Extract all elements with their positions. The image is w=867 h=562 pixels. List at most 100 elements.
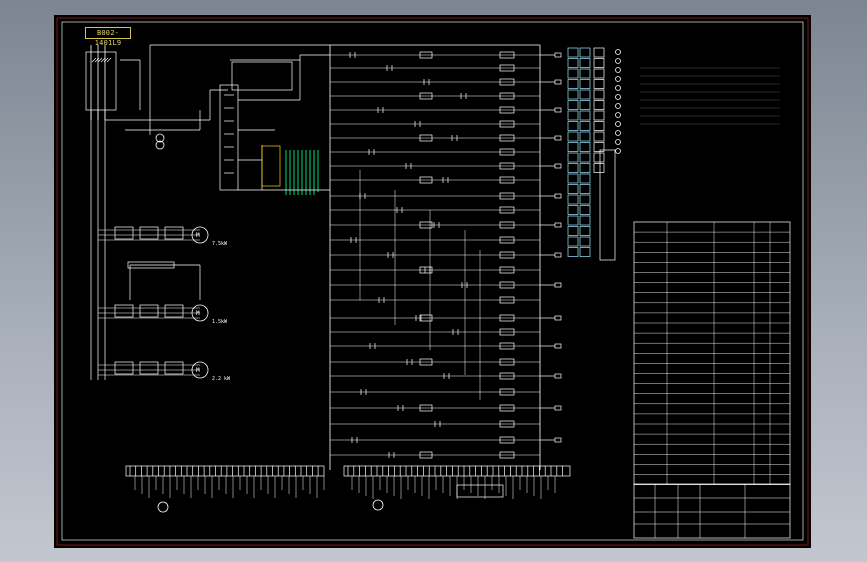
motor-symbol	[191, 361, 209, 379]
terminal-block	[579, 121, 591, 131]
output-terminal	[554, 282, 562, 288]
terminal-block	[567, 173, 579, 184]
terminal-block	[593, 131, 605, 142]
indicator-lamp	[615, 130, 621, 136]
control-transformer	[155, 133, 165, 143]
relay-coil	[499, 358, 515, 366]
terminal-block	[579, 89, 591, 100]
aux-breaker	[127, 261, 175, 269]
terminal-block	[567, 100, 579, 110]
terminal-block	[593, 58, 605, 68]
aux-contact	[419, 451, 433, 459]
output-terminal	[554, 135, 562, 141]
motor-contactor	[139, 361, 159, 375]
terminal-block	[579, 247, 591, 257]
terminal-block	[567, 110, 579, 121]
terminal-block	[593, 142, 605, 152]
overload-relay	[164, 226, 184, 240]
relay-coil	[499, 436, 515, 444]
relay-coil	[499, 451, 515, 459]
output-terminal	[554, 373, 562, 379]
terminal-block	[579, 110, 591, 121]
motor-label: M	[196, 310, 200, 317]
indicator-lamp	[615, 94, 621, 100]
aux-contact	[419, 134, 433, 142]
relay-coil	[499, 236, 515, 244]
motor-power: 2.2 kW	[212, 376, 231, 382]
terminal-block	[567, 184, 579, 194]
motor-symbol	[191, 226, 209, 244]
output-terminal	[554, 222, 562, 228]
terminal-row-left	[125, 465, 325, 477]
terminal-block	[579, 79, 591, 89]
terminal-block	[593, 89, 605, 100]
relay-coil	[499, 296, 515, 304]
terminal-block	[579, 184, 591, 194]
terminal-block	[567, 215, 579, 226]
motor-label: M	[196, 367, 200, 374]
aux-contact	[419, 314, 433, 322]
indicator-lamp	[615, 85, 621, 91]
motor-contactor	[139, 304, 159, 318]
terminal-block	[579, 226, 591, 236]
title-block	[633, 483, 791, 539]
terminal-block	[567, 142, 579, 152]
relay-coil	[499, 420, 515, 428]
relay-coil	[499, 221, 515, 229]
terminal-block	[567, 194, 579, 205]
inner-frame	[61, 21, 804, 541]
field-motor-symbol	[157, 501, 169, 513]
relay-coil	[499, 388, 515, 396]
relay-coil	[499, 372, 515, 380]
output-terminal	[554, 193, 562, 199]
terminal-block	[567, 247, 579, 257]
aux-contact	[419, 51, 433, 59]
indicator-lamp	[615, 112, 621, 118]
field-device	[456, 484, 504, 498]
terminal-block	[593, 79, 605, 89]
indicator-lamp	[615, 121, 621, 127]
output-terminal	[554, 52, 562, 58]
terminal-block	[579, 205, 591, 215]
drawing-number-tag: B002-1401L9	[85, 27, 131, 47]
terminal-block	[567, 121, 579, 131]
terminal-block	[567, 236, 579, 247]
terminal-block	[593, 110, 605, 121]
terminal-block	[593, 100, 605, 110]
relay-coil	[499, 192, 515, 200]
motor-power: 1.5kW	[212, 319, 228, 325]
terminal-block	[593, 121, 605, 131]
aux-contact	[419, 92, 433, 100]
terminal-block	[579, 58, 591, 68]
indicator-lamp	[615, 148, 621, 154]
aux-contact	[419, 221, 433, 229]
field-motor-symbol	[372, 499, 384, 511]
terminal-block	[567, 79, 579, 89]
outer-frame	[56, 17, 809, 546]
motor-label: M	[196, 232, 200, 239]
terminal-block	[567, 89, 579, 100]
terminal-block	[579, 163, 591, 173]
overload-relay	[164, 361, 184, 375]
output-terminal	[554, 79, 562, 85]
indicator-lamp	[615, 58, 621, 64]
terminal-block	[567, 47, 579, 58]
relay-coil	[499, 120, 515, 128]
relay-coil	[499, 106, 515, 114]
terminal-block	[567, 152, 579, 163]
relay-coil	[499, 404, 515, 412]
output-terminal	[554, 437, 562, 443]
indicator-lamp	[615, 76, 621, 82]
control-relay-block	[219, 84, 239, 191]
indicator-lamp	[615, 139, 621, 145]
output-terminal	[554, 252, 562, 258]
motor-power: 7.5kW	[212, 241, 228, 247]
output-terminal	[554, 163, 562, 169]
wiring	[56, 17, 809, 546]
relay-coil	[499, 342, 515, 350]
terminal-block	[567, 68, 579, 79]
terminal-block	[593, 163, 605, 173]
relay-coil	[499, 251, 515, 259]
